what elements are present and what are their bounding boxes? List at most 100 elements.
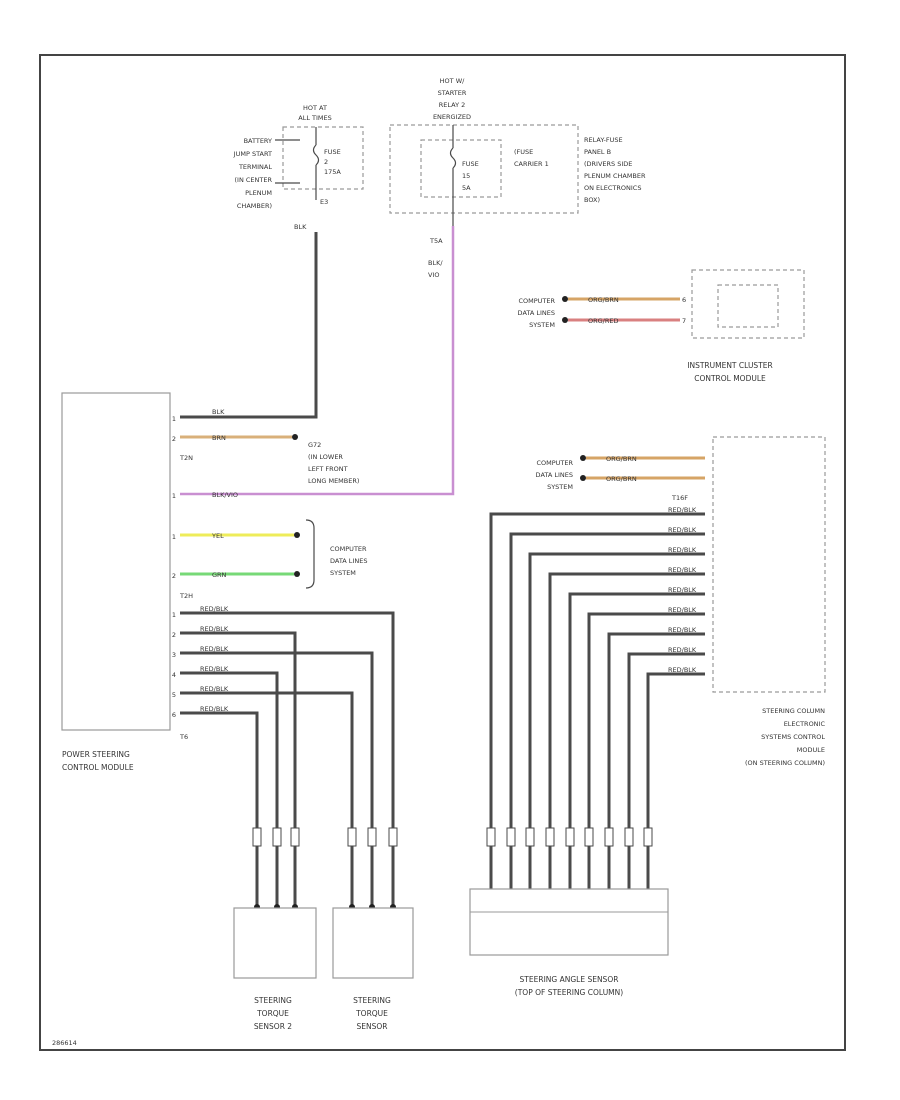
svg-text:RED/BLK: RED/BLK [200, 645, 229, 653]
steering-column-module-label: STEERING COLUMN ELECTRONIC SYSTEMS CONTR… [745, 707, 825, 767]
svg-text:SYSTEM: SYSTEM [529, 321, 555, 329]
svg-text:RED/BLK: RED/BLK [200, 625, 229, 633]
svg-text:(TOP OF STEERING COLUMN): (TOP OF STEERING COLUMN) [515, 988, 623, 997]
svg-text:CARRIER 1: CARRIER 1 [514, 160, 549, 168]
svg-text:ENERGIZED: ENERGIZED [433, 113, 471, 121]
svg-text:(DRIVERS SIDE: (DRIVERS SIDE [584, 160, 632, 168]
ground-arrow [292, 434, 298, 440]
power-steering-module-box [61, 392, 171, 731]
cluster-pin-6: 6 [682, 296, 686, 304]
grn-arrow [294, 571, 300, 577]
svg-text:JUMP START: JUMP START [233, 150, 272, 158]
svg-text:2: 2 [324, 158, 328, 166]
svg-text:CONTROL MODULE: CONTROL MODULE [62, 763, 134, 772]
svg-text:SYSTEM: SYSTEM [547, 483, 573, 491]
svg-text:CONTROL MODULE: CONTROL MODULE [694, 374, 766, 383]
svg-text:2: 2 [172, 631, 176, 639]
svg-text:BLK: BLK [212, 408, 225, 416]
svg-text:TERMINAL: TERMINAL [238, 163, 272, 171]
hot-at-all-times-label: HOT AT ALL TIMES [298, 104, 331, 122]
connector-t2h: T2H [179, 592, 193, 600]
svg-text:LEFT FRONT: LEFT FRONT [308, 465, 348, 473]
svg-text:BATTERY: BATTERY [244, 137, 272, 145]
svg-text:RED/BLK: RED/BLK [668, 646, 697, 654]
wire-blk-battery [180, 232, 318, 419]
svg-text:RED/BLK: RED/BLK [668, 606, 697, 614]
svg-text:BLK/: BLK/ [428, 259, 443, 267]
wire-label-org-brn: ORG/BRN [588, 296, 619, 304]
svg-text:ON ELECTRONICS: ON ELECTRONICS [584, 184, 641, 192]
svg-text:RED/BLK: RED/BLK [668, 626, 697, 634]
svg-text:E3: E3 [320, 198, 328, 206]
power-steering-label: POWER STEERING CONTROL MODULE [62, 750, 134, 772]
cdl-top-label: COMPUTER DATA LINES SYSTEM [518, 297, 556, 329]
svg-text:175A: 175A [324, 168, 341, 176]
svg-text:PANEL B: PANEL B [584, 148, 611, 156]
svg-text:COMPUTER: COMPUTER [518, 297, 555, 305]
svg-text:RELAY 2: RELAY 2 [439, 101, 466, 109]
svg-text:INSTRUMENT CLUSTER: INSTRUMENT CLUSTER [687, 361, 772, 370]
svg-text:STEERING: STEERING [254, 996, 292, 1005]
relay-fuse-panel-box [389, 124, 579, 214]
svg-text:1: 1 [172, 533, 176, 541]
svg-text:BRN: BRN [212, 434, 226, 442]
svg-text:LONG MEMBER): LONG MEMBER) [308, 477, 359, 485]
svg-text:SYSTEMS CONTROL: SYSTEMS CONTROL [761, 733, 825, 741]
fuse-2-symbol: FUSE 2 175A E3 [312, 127, 341, 206]
battery-fuse-box [282, 126, 364, 190]
svg-text:1: 1 [172, 415, 176, 423]
steering-angle-sensor-label: STEERING ANGLE SENSOR (TOP OF STEERING C… [515, 975, 623, 997]
svg-text:FUSE: FUSE [324, 148, 341, 156]
svg-text:2: 2 [172, 572, 176, 580]
svg-text:6: 6 [172, 711, 176, 719]
svg-text:SYSTEM: SYSTEM [330, 569, 356, 577]
svg-text:RED/BLK: RED/BLK [668, 586, 697, 594]
steering-angle-wires [489, 512, 705, 889]
scm-arrow-1 [580, 455, 586, 461]
svg-text:RED/BLK: RED/BLK [668, 666, 697, 674]
svg-text:4: 4 [172, 671, 176, 679]
cdl-right-label: COMPUTER DATA LINES SYSTEM [536, 459, 574, 491]
svg-text:BOX): BOX) [584, 196, 600, 204]
svg-text:BLK/VIO: BLK/VIO [212, 491, 238, 499]
connector-t2n: T2N [179, 454, 193, 462]
svg-text:(FUSE: (FUSE [514, 148, 533, 156]
psm-sensor-wire-labels: 1 2 3 4 5 6 RED/BLK RED/BLK RED/BLK RED/… [172, 605, 229, 719]
svg-text:(IN CENTER: (IN CENTER [235, 176, 273, 184]
svg-text:STEERING ANGLE SENSOR: STEERING ANGLE SENSOR [520, 975, 619, 984]
svg-text:SENSOR: SENSOR [357, 1022, 388, 1031]
svg-text:MODULE: MODULE [797, 746, 825, 754]
steering-angle-wire-labels: RED/BLK RED/BLK RED/BLK RED/BLK RED/BLK … [668, 506, 697, 674]
steering-angle-sensor-box [469, 888, 669, 956]
svg-text:PLENUM CHAMBER: PLENUM CHAMBER [584, 172, 646, 180]
fuse-carrier-box [420, 139, 502, 198]
hot-starter-label: HOT W/ STARTER RELAY 2 ENERGIZED [433, 77, 471, 121]
svg-text:DATA LINES: DATA LINES [536, 471, 573, 479]
torque-sensor-box [332, 907, 414, 979]
cluster-arrow-1 [562, 296, 568, 302]
cluster-pin-7: 7 [682, 317, 686, 325]
svg-text:VIO: VIO [428, 271, 439, 279]
svg-text:ORG/BRN: ORG/BRN [606, 455, 637, 463]
steering-column-module-box [712, 436, 826, 693]
svg-text:2: 2 [172, 435, 176, 443]
svg-text:CHAMBER): CHAMBER) [237, 202, 272, 210]
connector-t6: T6 [179, 733, 188, 741]
wire-blk-vio [180, 226, 455, 496]
svg-text:15: 15 [462, 172, 470, 180]
svg-text:TORQUE: TORQUE [355, 1009, 388, 1018]
svg-text:HOT W/: HOT W/ [440, 77, 465, 85]
svg-text:DATA LINES: DATA LINES [330, 557, 367, 565]
svg-text:RED/BLK: RED/BLK [668, 566, 697, 574]
wire-label-org-red: ORG/RED [588, 317, 619, 325]
torque-sensor-2-box [233, 907, 317, 979]
figure-id: 286614 [52, 1039, 77, 1047]
svg-text:GRN: GRN [212, 571, 227, 579]
cluster-arrow-2 [562, 317, 568, 323]
svg-text:COMPUTER: COMPUTER [330, 545, 367, 553]
svg-text:(ON STEERING COLUMN): (ON STEERING COLUMN) [745, 759, 825, 767]
svg-text:RED/BLK: RED/BLK [200, 605, 229, 613]
svg-text:3: 3 [172, 651, 176, 659]
svg-text:RED/BLK: RED/BLK [200, 665, 229, 673]
svg-text:STEERING COLUMN: STEERING COLUMN [762, 707, 825, 715]
